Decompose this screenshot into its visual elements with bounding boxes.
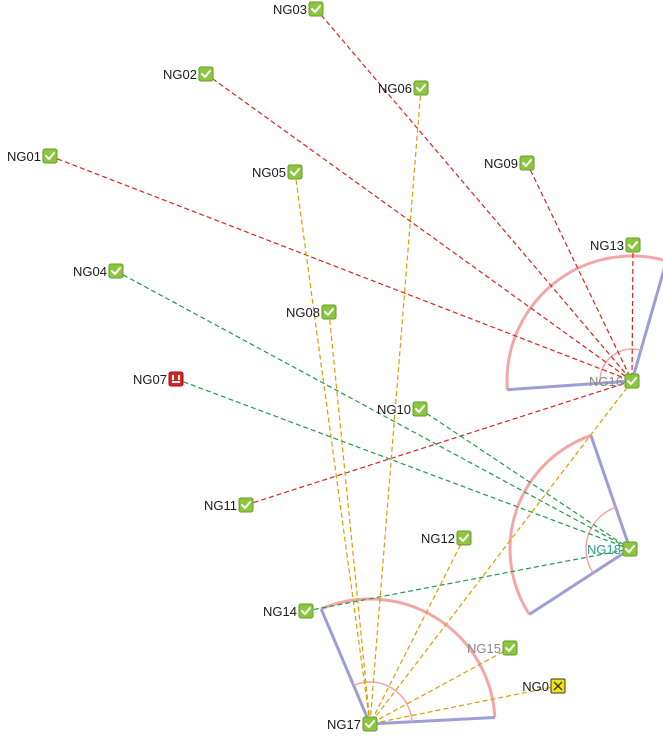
check-icon: [298, 603, 314, 619]
node-ng11[interactable]: NG11: [204, 497, 254, 513]
node-label: NG01: [7, 149, 41, 164]
node-label: NG10: [377, 402, 411, 417]
node-ng01[interactable]: NG01: [7, 148, 58, 164]
node-ng10[interactable]: NG10: [377, 401, 428, 417]
sector-inner-arc: [599, 348, 642, 384]
link-ng14-ng18: [305, 548, 631, 612]
node-ng09[interactable]: NG09: [484, 155, 535, 171]
node-label: NG11: [204, 498, 237, 513]
node-label: NG07: [133, 372, 167, 387]
link-ng05-ng17: [294, 171, 371, 725]
check-icon: [622, 541, 638, 557]
node-ng08[interactable]: NG08: [286, 304, 337, 320]
check-icon: [287, 164, 303, 180]
check-icon: [362, 716, 378, 732]
sector-edge: [319, 608, 372, 725]
sector-edge: [589, 435, 632, 550]
node-label: NG0: [522, 679, 549, 694]
link-ng11-ng16: [245, 380, 633, 506]
node-ng07[interactable]: NG07: [133, 371, 184, 387]
link-layer: [49, 8, 634, 725]
sector-layer: [319, 254, 663, 726]
check-icon: [321, 304, 337, 320]
check-icon: [308, 1, 324, 17]
check-icon: [238, 497, 254, 513]
check-icon: [108, 263, 124, 279]
node-label: NG05: [252, 165, 286, 180]
node-label: NG02: [163, 67, 197, 82]
node-label: NG14: [263, 604, 297, 619]
node-label: NG16: [589, 374, 623, 389]
node-label: NG12: [421, 531, 455, 546]
sector-arc: [505, 254, 663, 390]
link-ng01-ng16: [49, 155, 633, 382]
node-ng17[interactable]: NG17: [327, 716, 378, 732]
check-icon: [198, 66, 214, 82]
sector-arc: [320, 597, 497, 718]
sector-edge: [507, 379, 633, 392]
node-ng13[interactable]: NG13: [590, 237, 641, 253]
link-ng12-ng17: [369, 537, 465, 725]
check-icon: [42, 148, 58, 164]
link-ng06-ng17: [369, 87, 422, 725]
check-icon: [625, 237, 641, 253]
node-ng05[interactable]: NG05: [252, 164, 303, 180]
warning-icon: [550, 678, 566, 694]
sector-edge: [369, 715, 495, 726]
sector-inner-arc: [585, 506, 616, 574]
coverage-sector-ng18: [508, 434, 632, 616]
error-icon: [168, 371, 184, 387]
node-label: NG18: [587, 542, 621, 557]
node-ng18[interactable]: NG18: [587, 541, 638, 557]
link-ng07-ng18: [175, 378, 631, 550]
coverage-sector-ng16: [505, 254, 663, 392]
node-label: NG08: [286, 305, 320, 320]
link-ng15-ng17: [369, 647, 511, 725]
link-ng08-ng17: [328, 311, 371, 725]
node-ng0[interactable]: NG0: [522, 678, 566, 694]
check-icon: [502, 640, 518, 656]
sector-inner-arc: [353, 681, 413, 722]
node-label: NG04: [73, 264, 107, 279]
node-ng06[interactable]: NG06: [378, 80, 429, 96]
sector-edge: [528, 547, 631, 616]
check-icon: [519, 155, 535, 171]
check-icon: [412, 401, 428, 417]
node-ng03[interactable]: NG03: [273, 1, 324, 17]
node-ng15[interactable]: NG15: [467, 640, 518, 656]
node-ng12[interactable]: NG12: [421, 530, 472, 546]
check-icon: [624, 373, 640, 389]
link-ng13-ng16: [631, 244, 634, 382]
sector-arc: [508, 434, 592, 616]
node-ng16[interactable]: NG16: [589, 373, 640, 389]
link-ng03-ng16: [315, 8, 633, 382]
node-label: NG15: [467, 641, 501, 656]
sector-edge: [630, 267, 663, 382]
node-label: NG06: [378, 81, 412, 96]
link-ng04-ng18: [115, 270, 631, 550]
node-label: NG03: [273, 2, 307, 17]
node-label: NG13: [590, 238, 624, 253]
coverage-sector-ng17: [319, 597, 497, 726]
node-ng02[interactable]: NG02: [163, 66, 214, 82]
link-ng10-ng18: [419, 408, 631, 550]
node-label: NG09: [484, 156, 518, 171]
node-ng14[interactable]: NG14: [263, 603, 314, 619]
node-label: NG17: [327, 717, 361, 732]
node-ng04[interactable]: NG04: [73, 263, 124, 279]
link-ng09-ng16: [526, 162, 633, 382]
check-icon: [413, 80, 429, 96]
check-icon: [456, 530, 472, 546]
